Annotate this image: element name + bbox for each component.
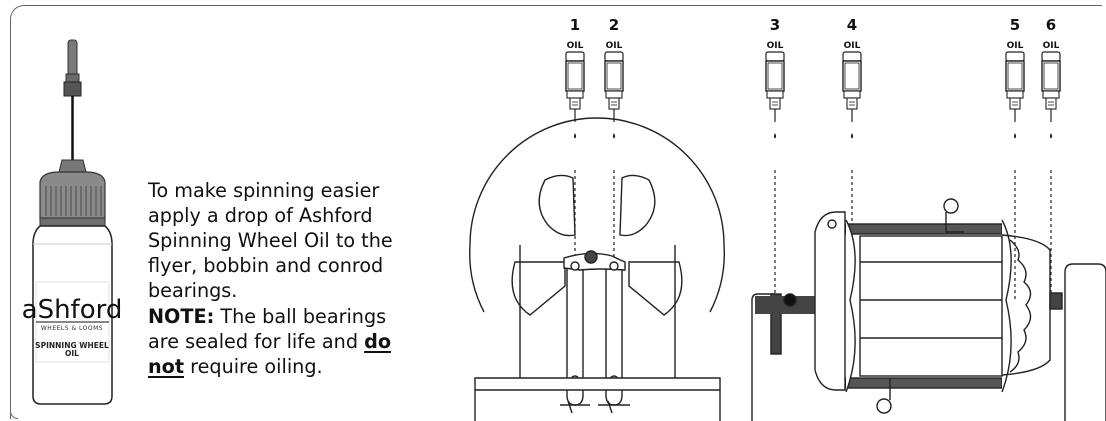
note-line-2: are sealed for life and do: [148, 329, 418, 354]
oil-point-label-4: OIL: [844, 41, 861, 51]
oil-can-icon-5: [1005, 51, 1025, 140]
intro-line-5: bearings.: [148, 279, 238, 302]
instructions-text: To make spinning easier apply a drop of …: [148, 178, 418, 379]
note-label: NOTE:: [148, 305, 215, 328]
note-text-1: The ball bearings: [214, 305, 387, 328]
note-emphasis-not: not: [148, 355, 185, 378]
oil-can-icon-6: [1041, 51, 1061, 140]
oil-point-number-5: 5: [1010, 16, 1020, 34]
oil-point-number-1: 1: [570, 16, 580, 34]
note-line-1: NOTE: The ball bearings: [148, 304, 418, 329]
oil-point-number-2: 2: [609, 16, 619, 34]
intro-line-3: Spinning Wheel Oil to the: [148, 229, 393, 252]
note-text-3: require oiling.: [184, 355, 323, 378]
oil-can-icon-2: [604, 51, 624, 140]
oil-point-label-1: OIL: [567, 41, 584, 51]
oil-can-icon-1: [565, 51, 585, 140]
oil-can-icon-4: [842, 51, 862, 140]
panel-frame: [10, 5, 1102, 419]
bottle-product-line1: SPINNING WHEEL: [35, 341, 109, 350]
bottle-product-line2: OIL: [65, 349, 79, 358]
intro-line-4: flyer, bobbin and conrod: [148, 254, 384, 277]
bottle-brand: aShford: [22, 295, 123, 325]
oil-point-label-6: OIL: [1043, 41, 1060, 51]
bottle-tagline: WHEELS & LOOMS: [41, 325, 103, 332]
oil-bottle-illustration: aShford WHEELS & LOOMS SPINNING WHEEL OI…: [22, 39, 123, 405]
oil-can-icon-3: [765, 51, 785, 140]
note-line-3: not require oiling.: [148, 354, 418, 379]
intro-line-2: apply a drop of Ashford: [148, 204, 373, 227]
oil-point-number-6: 6: [1046, 16, 1056, 34]
note-emphasis-do: do: [364, 330, 392, 353]
oil-point-number-4: 4: [847, 16, 857, 34]
intro-line-1: To make spinning easier: [148, 179, 380, 202]
oil-point-label-5: OIL: [1007, 41, 1024, 51]
oil-point-label-3: OIL: [767, 41, 784, 51]
oil-point-number-3: 3: [770, 16, 780, 34]
oil-point-label-2: OIL: [606, 41, 623, 51]
note-text-2: are sealed for life and: [148, 330, 365, 353]
